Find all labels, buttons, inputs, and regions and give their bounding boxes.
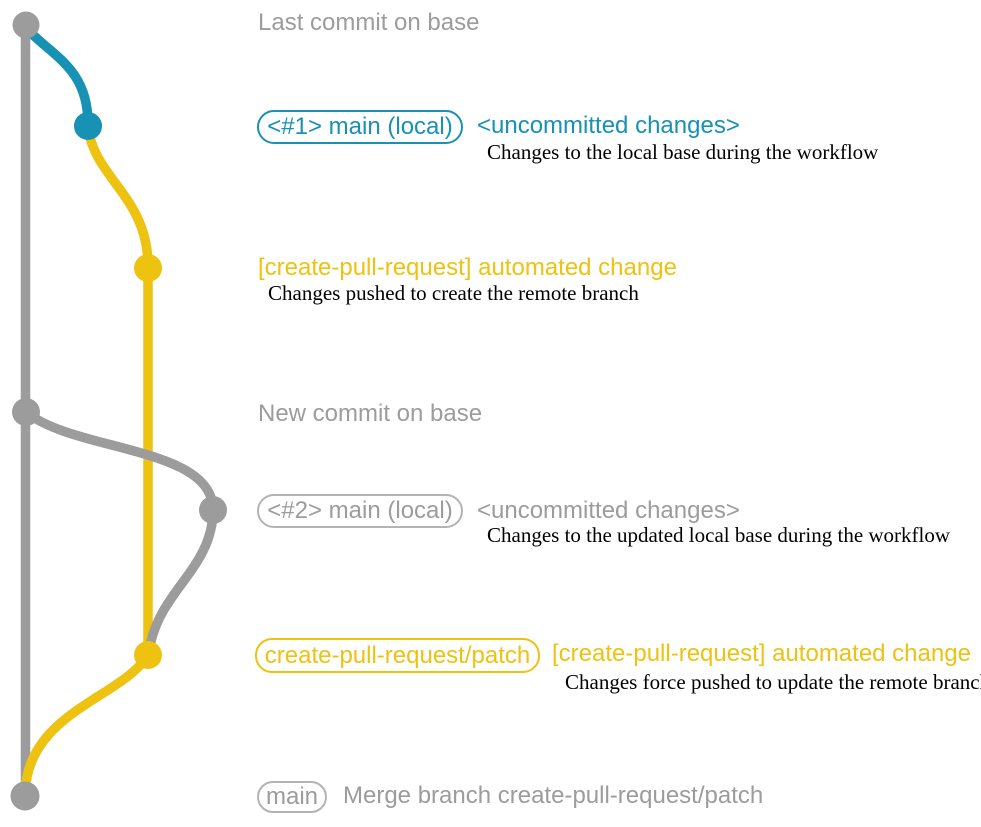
branch-tag-main-label: main (265, 783, 319, 810)
local-main-2-branch-line (21, 407, 218, 515)
branch-tag-main-local-2: <#2> main (local) (257, 494, 463, 528)
status-uncommitted-changes-1: <uncommitted changes> (477, 112, 740, 139)
commit-dot-local-main-2 (199, 496, 227, 524)
patch-merge-line (20, 650, 153, 799)
commit-dot-automated-change-1 (134, 254, 162, 282)
branch-tag-main-local-2-label: <#2> main (local) (267, 497, 453, 524)
branch-tag-create-pull-request-patch-label: create-pull-request/patch (264, 641, 531, 669)
commit-dot-new-base (12, 398, 40, 426)
description-local-base-changes-1: Changes to the local base during the wor… (487, 140, 879, 164)
description-local-base-changes-2: Changes to the updated local base during… (487, 523, 951, 547)
label-new-commit-on-base: New commit on base (258, 400, 483, 427)
local-main-2-to-patch-line (144, 505, 218, 658)
description-automated-change-1: Changes pushed to create the remote bran… (268, 281, 639, 305)
patch-branch-create-line (83, 121, 153, 271)
branch-tag-main-local-1: <#1> main (local) (257, 110, 463, 144)
branch-tag-main-local-1-label: <#1> main (local) (267, 113, 453, 140)
label-automated-change-2: [create-pull-request] automated change (552, 640, 971, 667)
branch-tag-main: main (257, 781, 327, 813)
label-merge-branch: Merge branch create-pull-request/patch (343, 782, 764, 809)
branch-tag-create-pull-request-patch: create-pull-request/patch (255, 638, 540, 673)
commit-dot-last-base (12, 11, 40, 39)
commit-dot-local-main-1 (74, 112, 102, 140)
label-last-commit-on-base: Last commit on base (258, 9, 480, 36)
description-automated-change-2: Changes force pushed to update the remot… (565, 670, 981, 694)
status-uncommitted-changes-2: <uncommitted changes> (477, 497, 740, 524)
commit-dot-automated-change-2 (134, 641, 162, 669)
commit-dot-merge (10, 781, 40, 811)
local-main-1-branch-line (21, 23, 93, 129)
label-automated-change-1: [create-pull-request] automated change (258, 254, 677, 281)
